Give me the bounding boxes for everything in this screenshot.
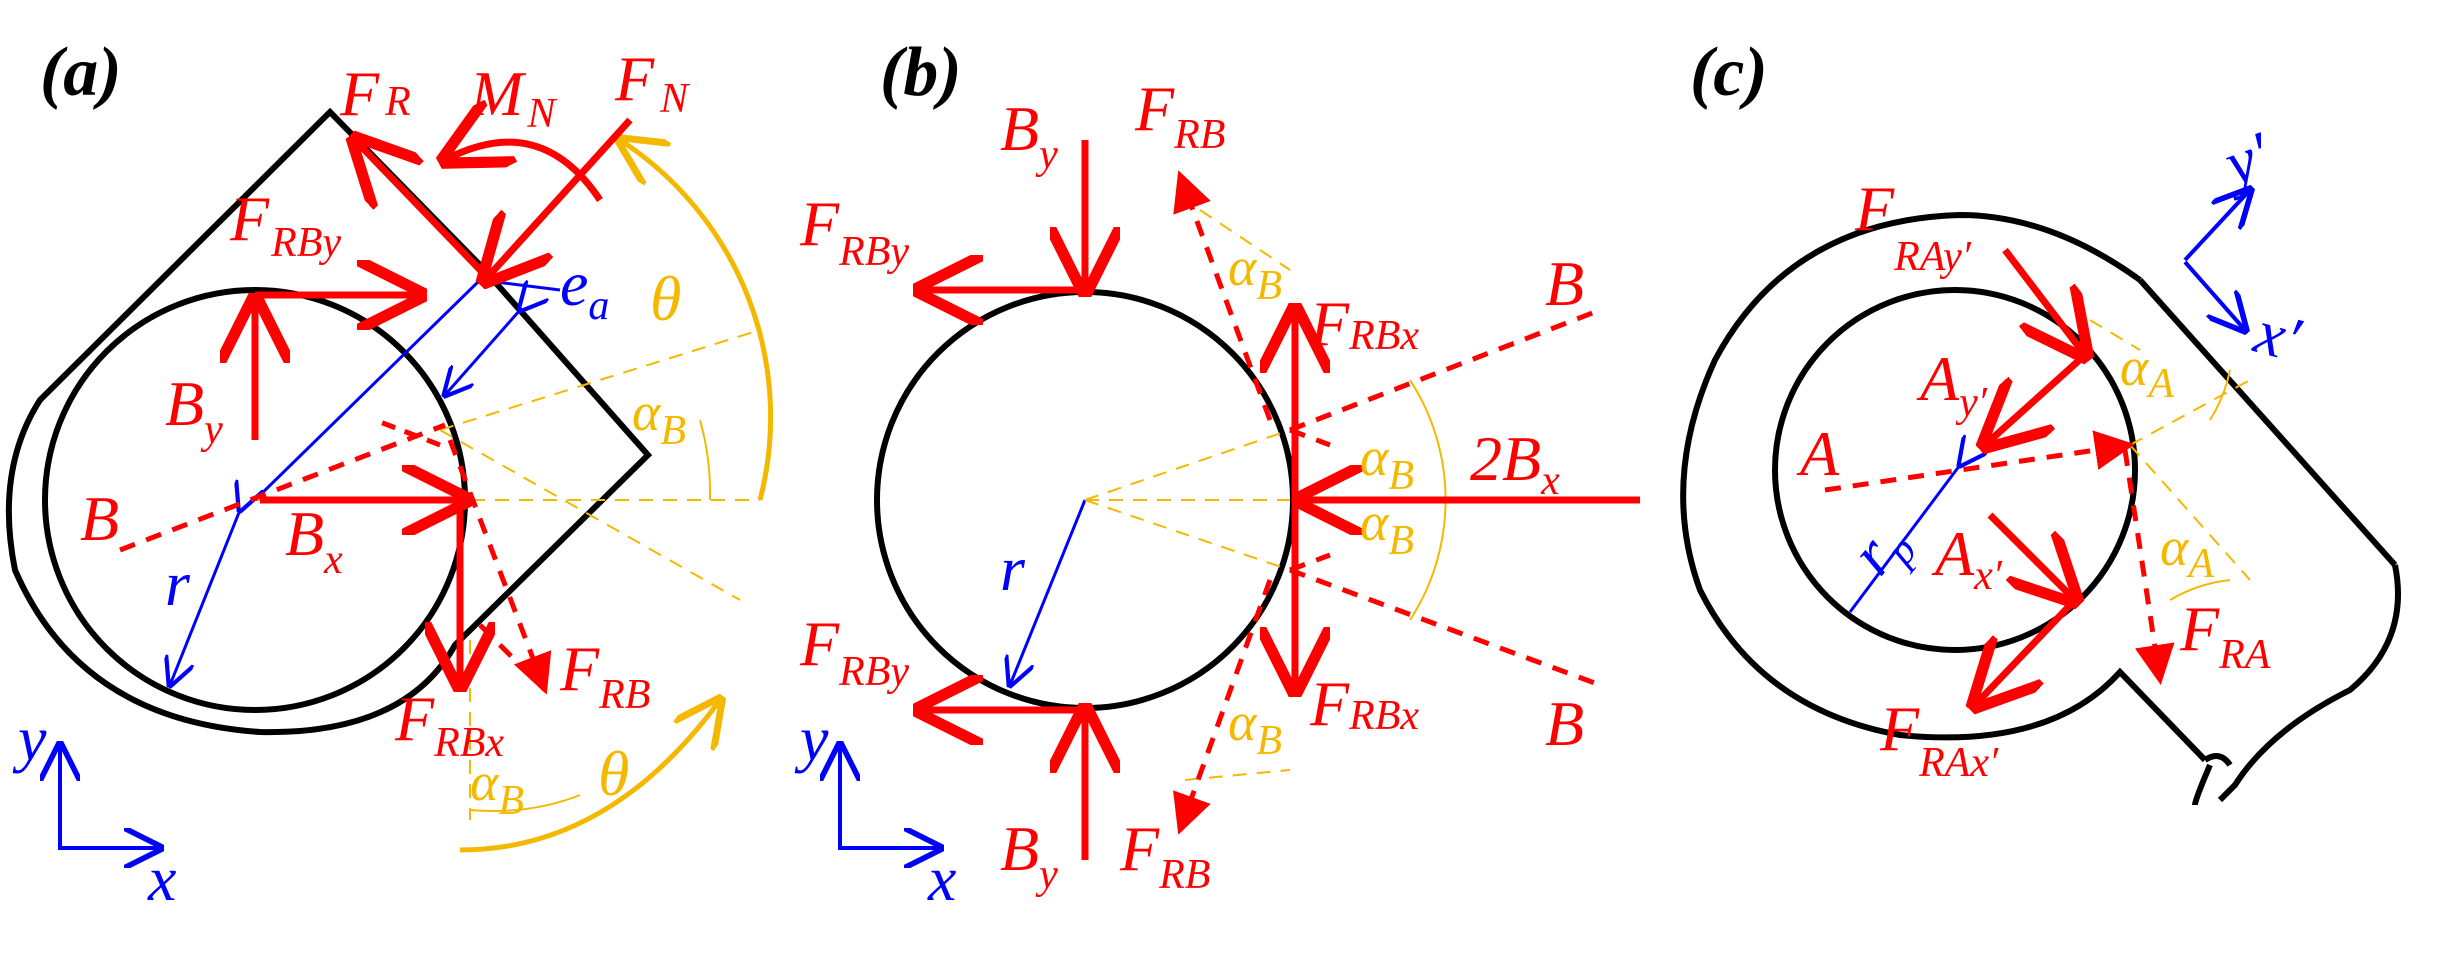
svg-text:x: x bbox=[147, 843, 176, 914]
panel-b: (b) By FRB FRBy FRBx bbox=[794, 34, 1640, 914]
svg-text:A: A bbox=[1796, 418, 1840, 489]
svg-text:αB: αB bbox=[1228, 692, 1282, 764]
B-line-a bbox=[119, 422, 446, 553]
svg-text:B: B bbox=[1545, 688, 1584, 759]
svg-text:By: By bbox=[165, 368, 223, 453]
radius-r-b bbox=[1010, 499, 1087, 685]
theta-arc-top-a bbox=[620, 140, 774, 501]
svg-text:αA: αA bbox=[2120, 337, 2174, 407]
housing-outline-c bbox=[1680, 211, 2208, 763]
svg-text:FRB: FRB bbox=[1119, 813, 1210, 898]
radius-rp-c bbox=[1848, 465, 1960, 613]
Ay-arrow-c bbox=[1985, 352, 2088, 445]
svg-text:B: B bbox=[80, 483, 119, 554]
FRB-bottom-b bbox=[1173, 579, 1273, 835]
panel-c-label: (c) bbox=[1690, 34, 1768, 111]
svg-text:FRBy: FRBy bbox=[799, 188, 909, 275]
svg-text:Bx: Bx bbox=[285, 498, 343, 583]
FRAy-arrow-c bbox=[2002, 247, 2085, 355]
MN-arc-a bbox=[445, 142, 603, 202]
svg-text:r: r bbox=[165, 548, 191, 619]
svg-text:r: r bbox=[1000, 533, 1026, 604]
y-prime-axis-c bbox=[2183, 190, 2250, 262]
svg-text:αB: αB bbox=[1360, 492, 1414, 564]
radius-r-a bbox=[170, 510, 240, 685]
svg-text:MN: MN bbox=[469, 58, 557, 137]
panel-a-label: (a) bbox=[40, 34, 122, 111]
svg-text:y: y bbox=[12, 703, 47, 774]
svg-text:y′: y′ bbox=[2209, 118, 2280, 202]
svg-text:y: y bbox=[794, 703, 829, 774]
ea-leader-a bbox=[479, 278, 561, 292]
svg-text:FRBx: FRBx bbox=[1309, 288, 1419, 359]
ea-dimension-a bbox=[445, 310, 520, 395]
svg-text:αB: αB bbox=[1360, 427, 1414, 499]
FR-arrow-a bbox=[355, 140, 488, 278]
FRB-top-b bbox=[1173, 170, 1273, 421]
svg-text:FR: FR bbox=[339, 58, 411, 129]
offset-line-a bbox=[253, 278, 482, 502]
svg-text:FRBx: FRBx bbox=[1309, 668, 1419, 739]
svg-text:Ax′: Ax′ bbox=[1931, 518, 2003, 599]
panel-b-label: (b) bbox=[880, 34, 962, 111]
svg-text:FN: FN bbox=[614, 43, 690, 122]
bore-circle-c bbox=[1772, 287, 2138, 653]
alphaB-arc-bottom-a bbox=[469, 794, 581, 812]
svg-text:FRBy: FRBy bbox=[229, 183, 341, 266]
svg-text:FRAx′: FRAx′ bbox=[1879, 693, 1999, 786]
Ax-arrow-c bbox=[1987, 512, 2075, 600]
svg-text:αB: αB bbox=[632, 382, 686, 454]
svg-text:FRB: FRB bbox=[559, 633, 650, 718]
svg-text:rp: rp bbox=[1836, 507, 1926, 593]
svg-text:θ: θ bbox=[598, 738, 629, 809]
reference-lines-b bbox=[1084, 209, 1291, 781]
svg-text:FRB: FRB bbox=[1134, 73, 1225, 158]
svg-text:FRBy: FRBy bbox=[799, 608, 909, 695]
svg-text:αB: αB bbox=[1228, 237, 1282, 309]
reference-lines-c bbox=[2089, 319, 2251, 581]
svg-text:Ay′: Ay′ bbox=[1916, 343, 1988, 426]
svg-text:ea: ea bbox=[560, 248, 609, 329]
svg-text:x′: x′ bbox=[2247, 295, 2308, 375]
svg-text:αA: αA bbox=[2160, 517, 2214, 587]
svg-text:FRAy′: FRAy′ bbox=[1854, 173, 1972, 280]
x-prime-axis-c bbox=[2183, 260, 2245, 330]
panel-c: (c) FRAy′ Ay′ A rp Ax′ αA αA FRA FRAx bbox=[1680, 34, 2401, 806]
svg-text:B: B bbox=[1545, 248, 1584, 319]
svg-text:FRBx: FRBx bbox=[394, 683, 504, 766]
A-line-c bbox=[1824, 430, 2135, 493]
svg-text:2Bx: 2Bx bbox=[1470, 423, 1560, 504]
theta-arc-bottom-a bbox=[459, 700, 720, 853]
svg-text:By: By bbox=[1000, 93, 1058, 178]
alphaB-arc-a bbox=[699, 419, 712, 501]
housing-outline-a bbox=[5, 107, 653, 736]
svg-text:FRA: FRA bbox=[2179, 593, 2271, 678]
FRB-arrow-a bbox=[447, 439, 552, 695]
FRA-arrow-c bbox=[2122, 449, 2175, 685]
svg-text:x: x bbox=[927, 843, 956, 914]
svg-text:θ: θ bbox=[650, 263, 681, 334]
FRAx-arrow-c bbox=[1975, 597, 2078, 705]
FN-arrow-a bbox=[485, 117, 633, 280]
svg-text:By: By bbox=[1000, 813, 1058, 898]
svg-text:αB: αB bbox=[470, 752, 524, 824]
